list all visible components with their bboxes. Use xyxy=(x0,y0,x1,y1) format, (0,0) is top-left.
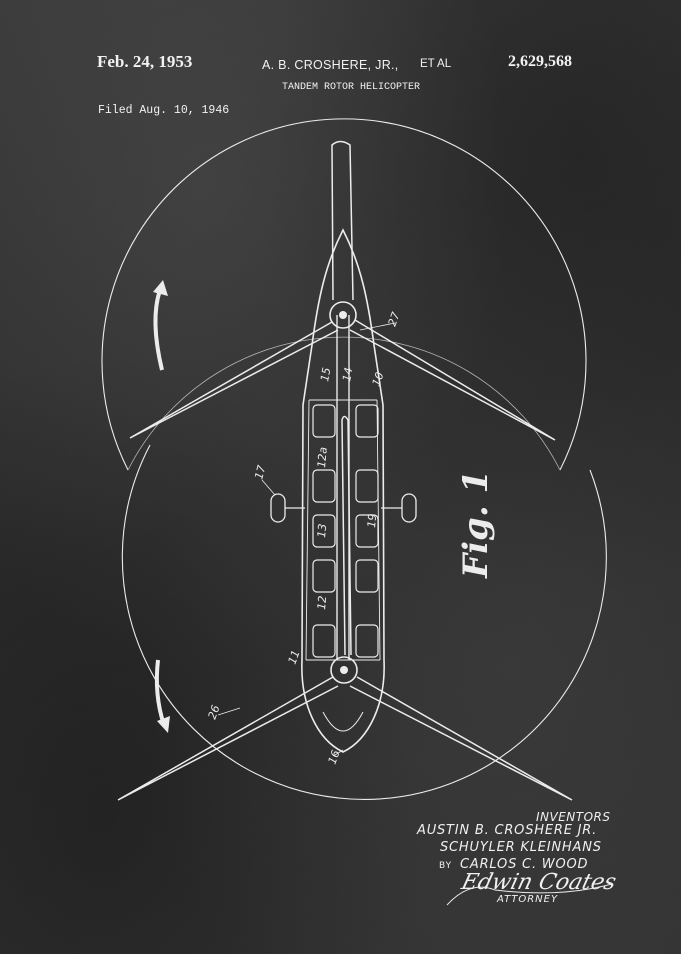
front-rotation-arrow xyxy=(153,280,168,371)
callout-19: 19 xyxy=(365,513,379,528)
seat xyxy=(312,624,336,658)
patent-number: 2,629,568 xyxy=(508,53,572,70)
leader-17 xyxy=(261,479,276,496)
leader-27 xyxy=(359,322,396,331)
by-label: BY xyxy=(439,861,453,871)
cockpit-nose xyxy=(322,711,364,732)
patent-title: TANDEM ROTOR HELICOPTER xyxy=(282,82,421,93)
inventors-label: INVENTORS xyxy=(536,810,611,824)
filed-date: Filed Aug. 10, 1946 xyxy=(98,104,230,117)
rear-rotor-disc-overlap xyxy=(127,336,561,471)
cabin-wall-left xyxy=(305,399,310,661)
front-rotor-blade-right xyxy=(349,319,556,441)
front-rotor-blade-left xyxy=(129,321,339,439)
rear-rotation-arrow xyxy=(154,659,170,733)
seat xyxy=(355,559,379,593)
seat xyxy=(312,469,336,503)
patent-date: Feb. 24, 1953 xyxy=(97,52,193,71)
callout-16: 16 xyxy=(326,748,343,766)
front-rotor-blade-forward xyxy=(331,140,354,301)
attorney-signature: Edwin Coates xyxy=(458,870,619,895)
callout-13: 13 xyxy=(315,523,329,538)
signature-flourish xyxy=(446,883,613,906)
callout-12a: 12a xyxy=(315,446,330,468)
rear-rotor-blade-left xyxy=(117,676,339,801)
seat xyxy=(312,559,336,593)
callout-10: 10 xyxy=(370,370,387,388)
callout-26: 26 xyxy=(206,703,223,721)
callout-14: 14 xyxy=(340,366,355,382)
rear-rotor-blade-right xyxy=(349,676,573,801)
front-rotor-disc xyxy=(101,118,587,471)
leader-16 xyxy=(334,749,344,756)
left-landing-float xyxy=(270,493,286,523)
seat xyxy=(312,514,336,548)
front-rotor-hub-center xyxy=(339,311,347,319)
inventor-header: A. B. CROSHERE, JR., xyxy=(262,58,399,72)
callout-12: 12 xyxy=(315,595,329,610)
seat xyxy=(312,404,336,438)
leader-26 xyxy=(217,707,241,716)
seat xyxy=(355,624,379,658)
rear-rotor-hub-center xyxy=(340,666,348,674)
seat xyxy=(355,514,379,548)
inventor-name-3: CARLOS C. WOOD xyxy=(460,857,589,872)
callout-11: 11 xyxy=(286,648,303,666)
callout-17: 17 xyxy=(252,464,268,481)
passenger-seats xyxy=(312,404,379,658)
fuselage-outline xyxy=(301,228,385,753)
right-landing-float xyxy=(401,493,417,523)
callout-15: 15 xyxy=(318,366,333,382)
rear-rotor-hub xyxy=(330,656,358,684)
seat xyxy=(355,404,379,438)
seat xyxy=(355,469,379,503)
rear-rotor-blade-forward xyxy=(341,415,352,656)
inventor-name-2: SCHUYLER KLEINHANS xyxy=(440,840,602,855)
front-rotor-hub xyxy=(329,301,357,329)
attorney-label: ATTORNEY xyxy=(497,894,559,905)
et-al: ET AL xyxy=(420,58,452,70)
inventor-name-1: AUSTIN B. CROSHERE JR. xyxy=(417,823,598,838)
figure-label: Fig. 1 xyxy=(456,470,496,579)
rear-rotor-disc xyxy=(121,444,607,800)
callout-27: 27 xyxy=(386,310,403,328)
